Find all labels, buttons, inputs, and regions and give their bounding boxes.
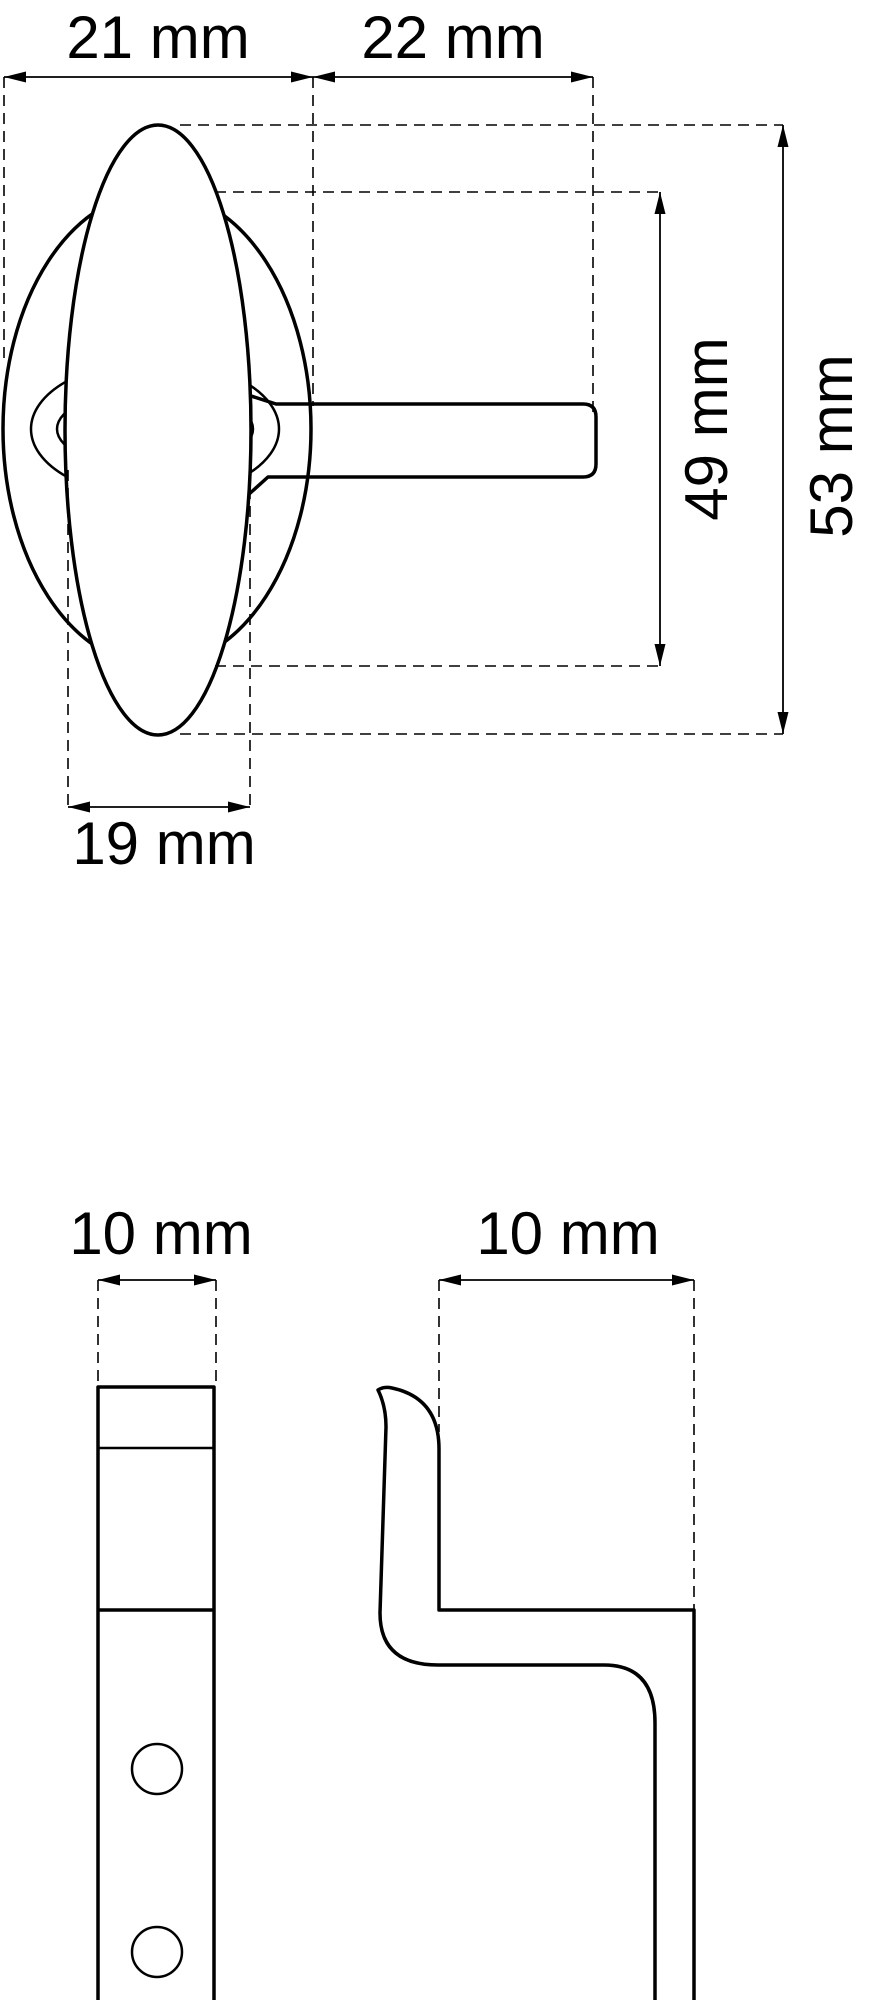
screw-hole bbox=[130, 1742, 184, 1796]
dimension-21mm: 21 mm bbox=[3, 4, 314, 406]
bracket-side-view bbox=[96, 1385, 216, 2000]
dimension-label-53mm: 53 mm bbox=[798, 354, 865, 537]
dimension-label-21mm: 21 mm bbox=[66, 4, 249, 71]
dimension-10mm-hook: 10 mm bbox=[438, 1200, 695, 1610]
hook-profile bbox=[376, 1385, 696, 2000]
spindle bbox=[246, 393, 598, 497]
dimension-10mm-side: 10 mm bbox=[69, 1200, 253, 1387]
screw-hole bbox=[130, 1925, 184, 1979]
knob-front-view bbox=[1, 123, 598, 737]
dimension-label-10mm-hook: 10 mm bbox=[476, 1200, 659, 1267]
dimension-label-19mm: 19 mm bbox=[72, 810, 255, 877]
dimension-22mm: 22 mm bbox=[313, 4, 594, 412]
knob-handle bbox=[63, 123, 253, 737]
dimension-19mm: 19 mm bbox=[67, 470, 256, 877]
dimension-label-10mm-side: 10 mm bbox=[69, 1200, 252, 1267]
dimension-label-49mm: 49 mm bbox=[673, 337, 740, 520]
dimension-label-22mm: 22 mm bbox=[361, 4, 544, 71]
dimension-53mm: 53 mm bbox=[180, 124, 865, 735]
dimension-49mm: 49 mm bbox=[215, 191, 740, 667]
